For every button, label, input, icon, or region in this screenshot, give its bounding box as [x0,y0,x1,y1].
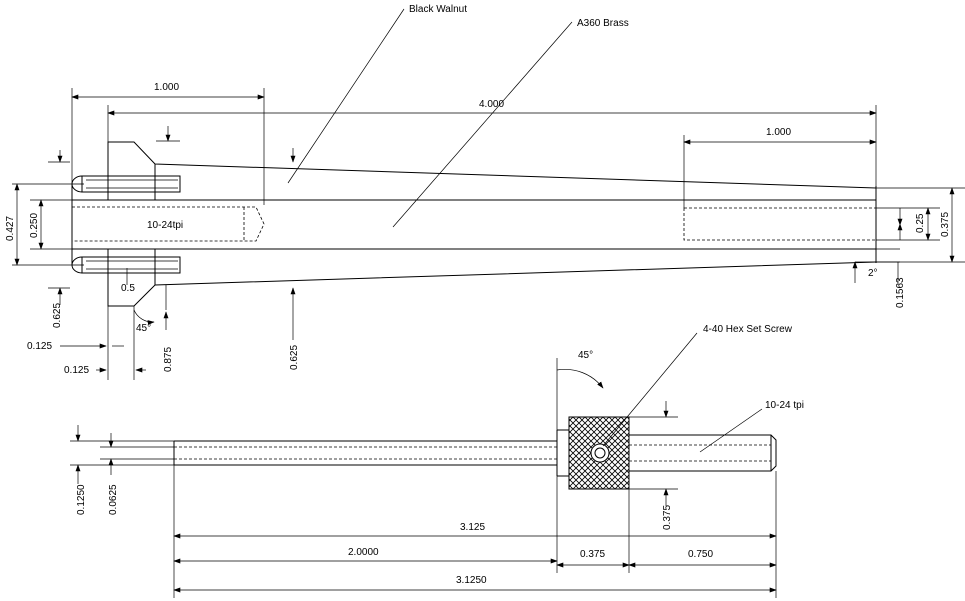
dim-0427: 0.427 [5,216,16,241]
angle-45-bottom: 45° [578,350,593,361]
dim-1000-right: 1.000 [766,127,791,138]
dim-01250: 0.1250 [76,484,87,515]
label-thread-top: 10-24tpi [147,220,183,231]
knurled-collar [568,416,630,490]
threaded-hole-left [72,206,265,242]
dim-0625-mid: 0.625 [289,345,300,370]
leader-lines [287,8,573,228]
dim-0750: 0.750 [688,549,713,560]
bottom-screw [71,256,181,274]
handle-body [71,184,877,265]
dimension-lines-bottom [75,369,777,593]
top-view: Black Walnut A360 Brass 10-24tpi 1.000 4… [5,4,965,380]
label-black-walnut: Black Walnut [409,4,467,15]
threaded-tip [629,434,777,472]
bottom-view: 4-40 Hex Set Screw 10-24 tpi 45° 0.1250 … [70,324,804,598]
top-screw [71,175,181,193]
dimension-lines-top [14,94,955,373]
dim-01563: 0.1563 [895,277,906,308]
threaded-hole-right [683,207,877,241]
dim-0625-left: 0.625 [52,303,63,328]
walnut-scales [107,141,877,307]
dim-0375: 0.375 [940,212,951,237]
dim-0375-vert: 0.375 [662,505,673,530]
dim-0125-a: 0.125 [27,341,52,352]
label-hex-set-screw: 4-40 Hex Set Screw [703,324,793,335]
leader-lines-bottom [602,332,763,453]
angle-45-top: 45° [136,323,151,334]
dim-0375: 0.375 [580,549,605,560]
angle-2: 2° [868,268,878,279]
dim-20000: 2.0000 [348,547,379,558]
dim-1000-left: 1.000 [154,82,179,93]
dim-4000: 4.000 [479,99,504,110]
dim-31250: 3.1250 [456,575,487,586]
label-thread-bottom: 10-24 tpi [765,400,804,411]
dim-05: 0.5 [121,283,135,294]
extension-lines [12,88,965,380]
dim-0875: 0.875 [163,347,174,372]
dim-0250: 0.250 [29,213,40,238]
dim-00625: 0.0625 [108,484,119,515]
dim-3125: 3.125 [460,522,485,533]
dim-025: 0.25 [915,213,926,233]
label-a360-brass: A360 Brass [577,18,629,29]
brass-rod [173,429,569,477]
extension-lines-bottom [70,358,777,598]
dim-0125-b: 0.125 [64,365,89,376]
